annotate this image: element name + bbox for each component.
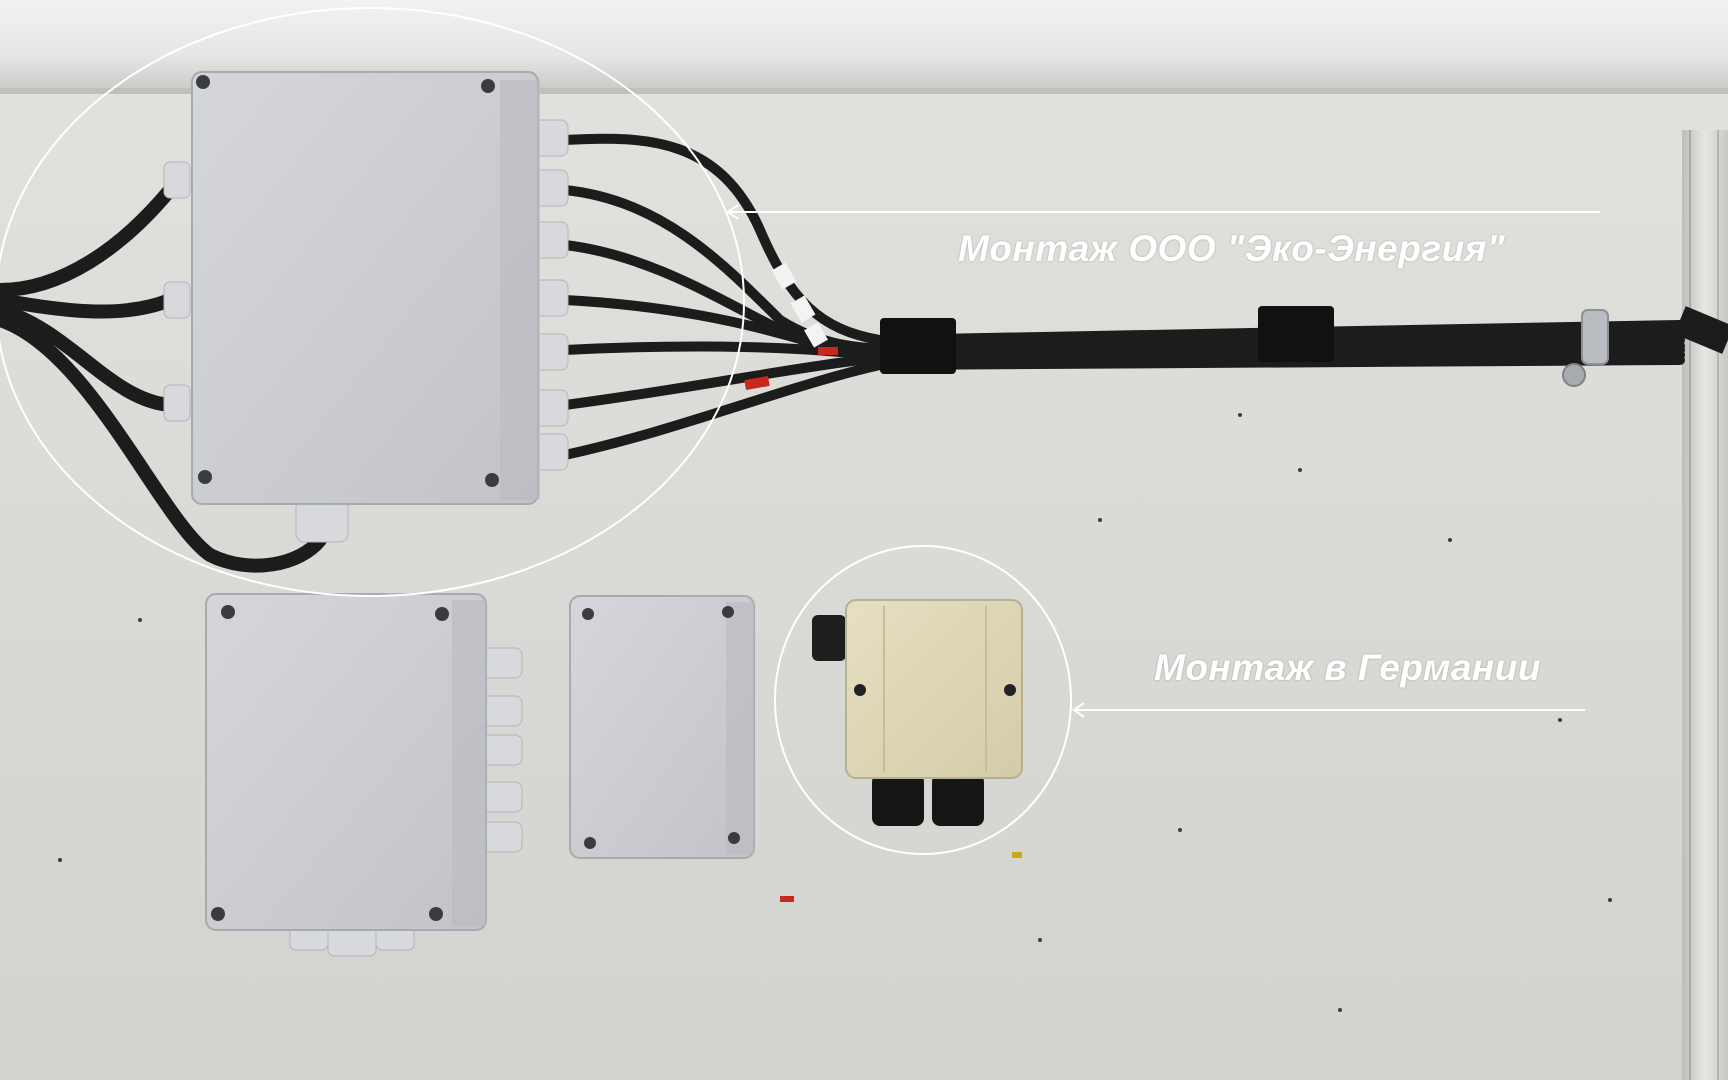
annotation-circle-bottom bbox=[774, 545, 1072, 855]
red-debris bbox=[780, 896, 794, 902]
annotation-label-eko-energiya: Монтаж ООО "Эко-Энергия" bbox=[958, 228, 1506, 269]
small-junction-box bbox=[569, 595, 755, 859]
cable-tag bbox=[790, 295, 816, 323]
clamp-screw bbox=[1562, 363, 1586, 387]
beige-junction-box bbox=[812, 599, 1023, 826]
debris bbox=[58, 148, 1612, 1012]
annotation-label-germany: Монтаж в Германии bbox=[1154, 647, 1541, 688]
right-rail bbox=[1682, 130, 1728, 1080]
tape-wrap-2 bbox=[1258, 306, 1334, 362]
cable-clamp bbox=[1581, 309, 1609, 365]
tape-wrap-1 bbox=[880, 318, 956, 374]
annotation-arrow-bottom bbox=[1072, 702, 1585, 718]
cable-bundle bbox=[560, 133, 1685, 460]
left-cables bbox=[0, 183, 327, 573]
medium-junction-box bbox=[205, 593, 523, 957]
cable-tag bbox=[771, 262, 797, 290]
annotation-ellipse-top bbox=[0, 7, 745, 597]
large-junction-box bbox=[163, 71, 569, 543]
red-marker bbox=[744, 375, 770, 391]
cable-tag bbox=[804, 322, 828, 348]
red-marker bbox=[818, 347, 838, 355]
annotation-arrow-top bbox=[726, 204, 1600, 220]
yellow-debris bbox=[1012, 852, 1022, 858]
top-pipe-shadow bbox=[0, 88, 1728, 94]
